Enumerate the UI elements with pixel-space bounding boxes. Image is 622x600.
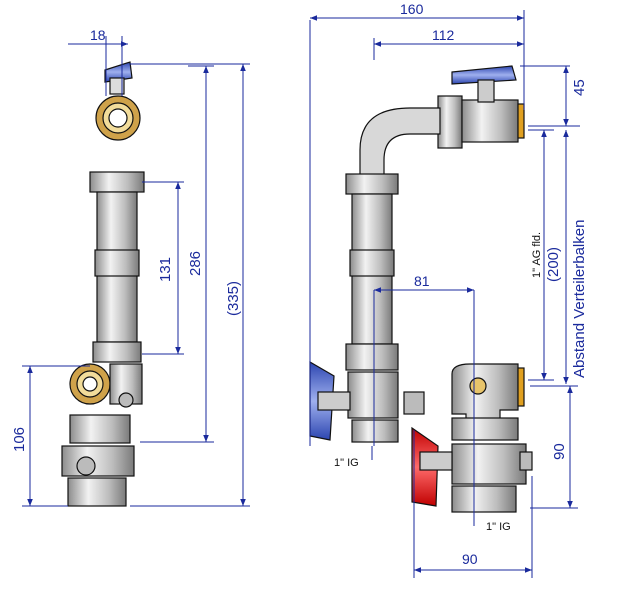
dim-90-horizontal: 90 [462, 551, 478, 567]
dimension-texts: 18 160 112 45 131 286 (335) 106 81 (200)… [11, 1, 588, 567]
dim-45: 45 [571, 79, 588, 96]
dim-81: 81 [414, 273, 430, 289]
label-ag-flat: 1" AG fld. [531, 232, 543, 278]
right-front-view [309, 65, 533, 513]
dim-90-vertical: 90 [551, 443, 568, 460]
label-distributor-distance: Abstand Verteilerbalken [571, 220, 588, 378]
label-ig-left: 1" IG [334, 457, 359, 469]
dim-106: 106 [11, 427, 28, 452]
dim-131: 131 [157, 257, 174, 282]
dim-200: (200) [545, 247, 562, 282]
dim-18: 18 [90, 27, 106, 43]
dim-286: 286 [187, 251, 204, 276]
dimension-lines [22, 10, 580, 578]
label-ig-right: 1" IG [486, 521, 511, 533]
dim-112: 112 [432, 27, 455, 43]
dim-335: (335) [225, 281, 242, 316]
left-side-view [61, 61, 145, 507]
dim-160: 160 [400, 1, 424, 17]
